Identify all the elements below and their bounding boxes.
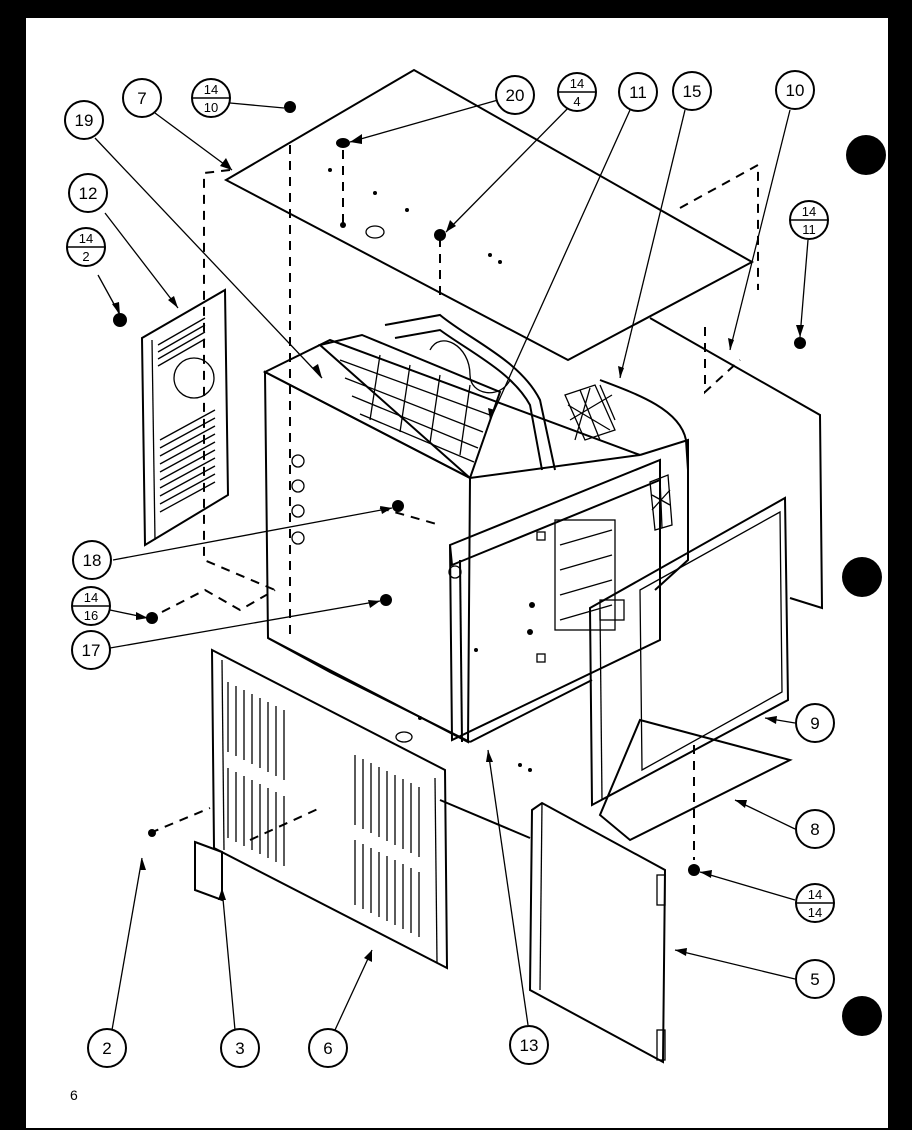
- callout-19: 19: [64, 100, 104, 140]
- louver-panel: [140, 288, 230, 547]
- callout-9: 9: [795, 703, 835, 743]
- binder-hole-top: [846, 135, 886, 175]
- fraction-callout-14-14: 14 14: [795, 883, 835, 923]
- fraction-14-2-bottom: 2: [82, 249, 89, 264]
- page-number: 6: [70, 1087, 78, 1103]
- fraction-callout-14-2: 14 2: [66, 227, 106, 267]
- binder-hole-middle: [842, 557, 882, 597]
- callout-17-label: 17: [82, 641, 101, 660]
- fraction-14-11-top: 14: [802, 204, 816, 219]
- callout-3-label: 3: [235, 1039, 244, 1058]
- side-panel-leader: [439, 799, 531, 839]
- front-grille: [210, 648, 449, 970]
- callout-10-label: 10: [786, 81, 805, 100]
- fraction-14-14-top: 14: [808, 887, 822, 902]
- callout-5: 5: [795, 959, 835, 999]
- callout-9-label: 9: [810, 714, 819, 733]
- assembly-guide-lines: [149, 145, 759, 860]
- fraction-callout-14-11: 14 11: [789, 200, 829, 240]
- fraction-14-2-top: 14: [79, 231, 93, 246]
- fraction-14-16-bottom: 16: [84, 608, 98, 623]
- screws: [113, 101, 806, 876]
- fraction-14-16-top: 14: [84, 590, 98, 605]
- callout-7: 7: [122, 78, 162, 118]
- callout-18: 18: [72, 540, 112, 580]
- fraction-callout-14-16: 14 16: [71, 586, 111, 626]
- base-pan: [598, 718, 793, 842]
- fraction-14-10-bottom: 10: [204, 100, 218, 115]
- callout-19-label: 19: [75, 111, 94, 130]
- callout-15-label: 15: [683, 82, 702, 101]
- callout-6: 6: [308, 1028, 348, 1068]
- callout-13-label: 13: [520, 1036, 539, 1055]
- callout-6-label: 6: [323, 1039, 332, 1058]
- fraction-14-4-bottom: 4: [573, 94, 580, 109]
- side-panel: [528, 801, 667, 1064]
- rear-panel: [649, 317, 824, 610]
- paper-sheet: [26, 18, 888, 1128]
- callout-7-label: 7: [137, 89, 146, 108]
- callout-15: 15: [672, 71, 712, 111]
- callout-8: 8: [795, 809, 835, 849]
- filter-frame: [588, 496, 790, 807]
- front-frame: [448, 458, 661, 743]
- fraction-14-11-bottom: 11: [802, 222, 816, 237]
- callout-11-label: 11: [629, 83, 647, 102]
- chassis-housing: [262, 338, 689, 772]
- callout-20: 20: [495, 75, 535, 115]
- callout-3: 3: [220, 1028, 260, 1068]
- arrowheads: [112, 134, 804, 962]
- callout-17: 17: [71, 630, 111, 670]
- leader-lines: [94, 99, 809, 1031]
- evaporator-coil: [317, 333, 502, 480]
- callout-18-label: 18: [83, 551, 102, 570]
- callout-11: 11: [618, 72, 658, 112]
- callout-2: 2: [87, 1028, 127, 1068]
- fraction-14-4-top: 14: [570, 76, 584, 91]
- callout-8-label: 8: [810, 820, 819, 839]
- callout-13: 13: [509, 1025, 549, 1065]
- callout-20-label: 20: [506, 86, 525, 105]
- fraction-callout-14-4: 14 4: [557, 72, 597, 112]
- binder-hole-bottom: [842, 996, 882, 1036]
- callout-2-label: 2: [102, 1039, 111, 1058]
- fraction-14-10-top: 14: [204, 82, 218, 97]
- callout-12-label: 12: [79, 184, 98, 203]
- callout-12: 12: [68, 173, 108, 213]
- fraction-14-14-bottom: 14: [808, 905, 822, 920]
- callout-10: 10: [775, 70, 815, 110]
- callout-5-label: 5: [810, 970, 819, 989]
- refrigerant-tubing: [384, 313, 689, 471]
- fraction-callout-14-10: 14 10: [191, 78, 231, 118]
